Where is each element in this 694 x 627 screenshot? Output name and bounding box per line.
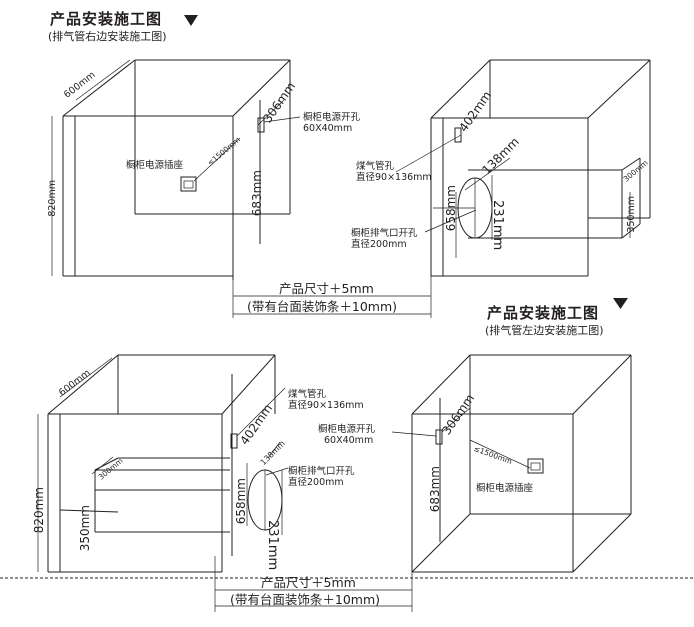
triangle-down-icon bbox=[184, 15, 198, 26]
gas-diameter-label-2: 直径90×136mm bbox=[288, 400, 364, 411]
power-hole-label: 橱柜电源开孔 bbox=[303, 112, 361, 123]
page-title-2: 产品安装施工图 bbox=[487, 304, 600, 322]
power-hole-label-2: 橱柜电源开孔 bbox=[318, 424, 376, 435]
socket-label-2: 橱柜电源插座 bbox=[476, 483, 534, 494]
socket-label: 橱柜电源插座 bbox=[126, 160, 184, 171]
power-socket-icon bbox=[180, 176, 197, 192]
size-note-1: 产品尺寸＋5mm bbox=[279, 281, 374, 296]
vent-diameter-label: 直径200mm bbox=[351, 239, 407, 250]
top-left-cabinet bbox=[51, 59, 301, 280]
vent-height-label-2: 658mm bbox=[234, 478, 248, 525]
vent-label-2: 橱柜排气口开孔 bbox=[288, 466, 355, 477]
bottom-right-cabinet bbox=[391, 354, 632, 573]
power-hole-size-label: 60X40mm bbox=[303, 123, 353, 134]
vent-width-label: 231mm bbox=[490, 200, 505, 251]
top-right-cabinet bbox=[395, 59, 651, 277]
hole-height-label: 683mm bbox=[250, 170, 264, 217]
size-note-2: (带有台面装饰条＋10mm) bbox=[247, 299, 398, 314]
hole-height-label-2: 683mm bbox=[428, 466, 442, 513]
page-subtitle-2: (排气管左边安装施工图) bbox=[485, 324, 604, 337]
page-title: 产品安装施工图 bbox=[50, 10, 163, 28]
bottom-size-dimension bbox=[0, 556, 694, 612]
box-height-label: 350mm bbox=[626, 196, 637, 233]
gas-pipe-label-2: 煤气管孔 bbox=[288, 389, 327, 400]
vent-diameter-label-2: 直径200mm bbox=[288, 477, 344, 488]
gas-pipe-label: 煤气管孔 bbox=[356, 161, 395, 172]
height-label-2: 820mm bbox=[32, 487, 46, 534]
box-height-label-2: 350mm bbox=[78, 505, 92, 552]
size-note-4: (带有台面装饰条＋10mm) bbox=[230, 592, 381, 607]
top-size-dimension bbox=[232, 256, 432, 318]
vent-label: 橱柜排气口开孔 bbox=[351, 228, 418, 239]
vent-height-label: 658mm bbox=[444, 185, 458, 232]
gas-diameter-label: 直径90×136mm bbox=[356, 172, 432, 183]
vent-width-label-2: 231mm bbox=[265, 520, 280, 571]
size-note-3: 产品尺寸＋5mm bbox=[261, 575, 356, 590]
height-label: 820mm bbox=[47, 180, 58, 217]
power-hole-size-label-2: 60X40mm bbox=[324, 435, 374, 446]
triangle-down-icon bbox=[613, 298, 628, 309]
page-subtitle: (排气管右边安装施工图) bbox=[48, 30, 167, 43]
bottom-left-cabinet bbox=[37, 354, 289, 573]
